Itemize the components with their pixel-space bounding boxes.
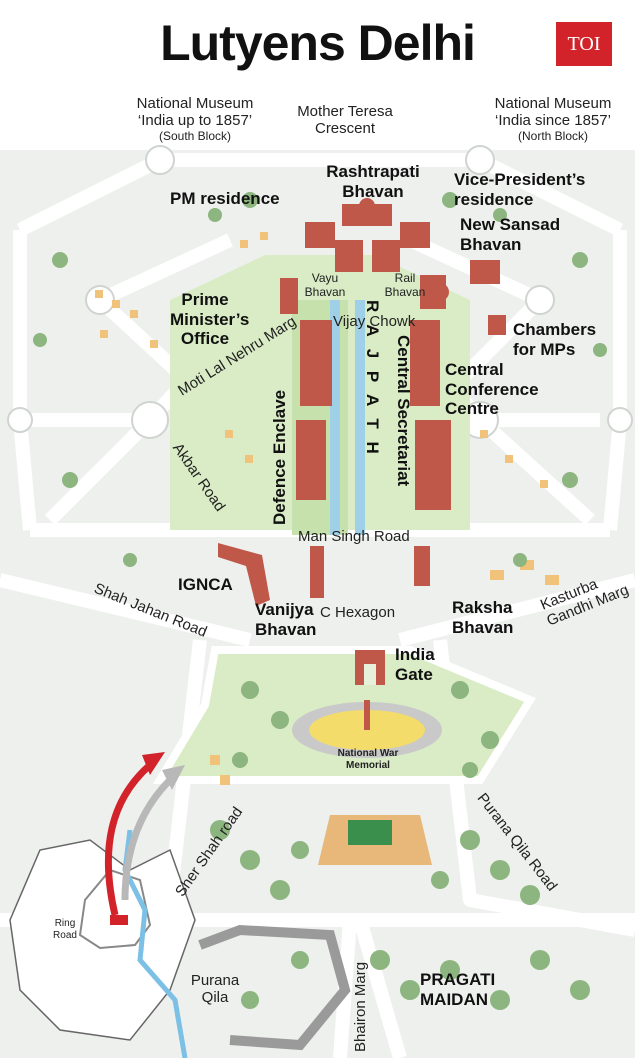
trees	[33, 192, 607, 1010]
ignca-label: IGNCA	[178, 575, 233, 594]
rajpath-label: R A J P A T H	[363, 300, 382, 458]
war-memorial-label: National War Memorial	[337, 748, 399, 771]
chambers-label: Chambers for MPs	[513, 320, 597, 359]
c-hexagon-label: C Hexagon	[320, 604, 396, 621]
ring-road-label: Ring Road	[53, 918, 77, 941]
purana-qila-label: Purana Qila	[190, 972, 240, 1007]
purana-qila-wall	[198, 924, 351, 1051]
vice-president-label: Vice-President’s residence	[454, 170, 586, 209]
rail-bhavan-label: Rail Bhavan	[384, 271, 426, 299]
bhairon-marg-label: Bhairon Marg	[352, 961, 369, 1052]
vijay-chowk-label: Vijay Chowk	[333, 313, 416, 330]
defence-enclave-label: Defence Enclave	[270, 389, 289, 525]
india-gate-label: India Gate	[395, 645, 435, 684]
rashtrapati-buildings	[218, 198, 506, 606]
india-gate-monument	[355, 650, 385, 685]
national-museum-north-label: National Museum ‘India since 1857’ (Nort…	[494, 95, 612, 143]
roundabouts	[7, 145, 633, 439]
pragati-label: PRAGATI MAIDAN	[420, 970, 496, 1009]
small-buildings	[95, 232, 559, 785]
man-singh-road-label: Man Singh Road	[298, 528, 410, 545]
page-title: Lutyens Delhi	[160, 15, 476, 71]
pm-residence-label: PM residence	[170, 189, 280, 208]
national-museum-south-label: National Museum ‘India up to 1857’ (Sout…	[136, 95, 254, 143]
pmo-label: Prime Minister’s Office	[170, 290, 250, 349]
central-conference-label: Central Conference Centre	[445, 360, 539, 419]
delhi-inset-map	[9, 752, 196, 1058]
mother-teresa-label: Mother Teresa Crescent	[297, 103, 393, 138]
rashtrapati-label: Rashtrapati Bhavan	[326, 162, 420, 201]
vayu-bhavan-label: Vayu Bhavan	[304, 271, 346, 299]
new-sansad-label: New Sansad Bhavan	[460, 215, 561, 254]
vanijya-label: Vanijya Bhavan	[255, 600, 317, 639]
central-secretariat-label: Central Secretariat	[394, 335, 413, 487]
stadium	[318, 815, 432, 865]
toi-logo: TOI	[556, 22, 612, 66]
raksha-label: Raksha Bhavan	[452, 598, 514, 637]
